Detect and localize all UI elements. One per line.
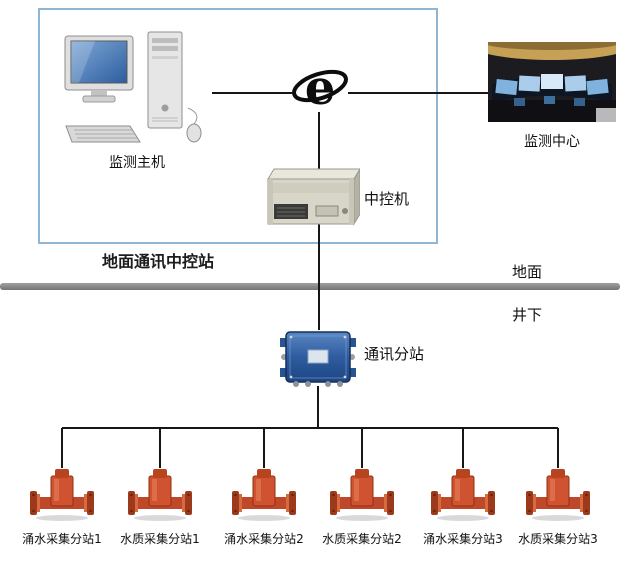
device-label-5: 涌水采集分站3 xyxy=(423,532,503,546)
central-control-label: 中控机 xyxy=(364,190,410,208)
svg-text:e: e xyxy=(305,60,336,116)
device-label-3: 涌水采集分站2 xyxy=(224,532,304,546)
ground-station-box xyxy=(38,8,438,244)
flow-meter-icon xyxy=(329,466,395,522)
device-label-4: 水质采集分站2 xyxy=(322,532,402,546)
surface-label: 地面 xyxy=(512,263,543,281)
flow-meter-icon xyxy=(127,466,193,522)
flow-meter-icon xyxy=(525,466,591,522)
device-label-1: 涌水采集分站1 xyxy=(22,532,102,546)
underground-label: 井下 xyxy=(512,306,543,324)
surface-underground-divider xyxy=(0,283,620,290)
flow-meter-icon xyxy=(231,466,297,522)
desktop-computer-icon xyxy=(62,30,212,152)
substation-label: 通讯分站 xyxy=(364,345,425,363)
control-room-screens-icon xyxy=(474,32,620,126)
device-label-6: 水质采集分站3 xyxy=(518,532,598,546)
monitoring-center-label: 监测中心 xyxy=(524,134,580,150)
rack-server-icon xyxy=(264,166,361,232)
internet-e-icon: e xyxy=(292,58,348,120)
junction-box-icon xyxy=(280,326,356,394)
ground-station-label: 地面通讯中控站 xyxy=(102,252,215,271)
flow-meter-icon xyxy=(29,466,95,522)
device-label-2: 水质采集分站1 xyxy=(120,532,200,546)
monitoring-host-label: 监测主机 xyxy=(109,155,165,171)
flow-meter-icon xyxy=(430,466,496,522)
